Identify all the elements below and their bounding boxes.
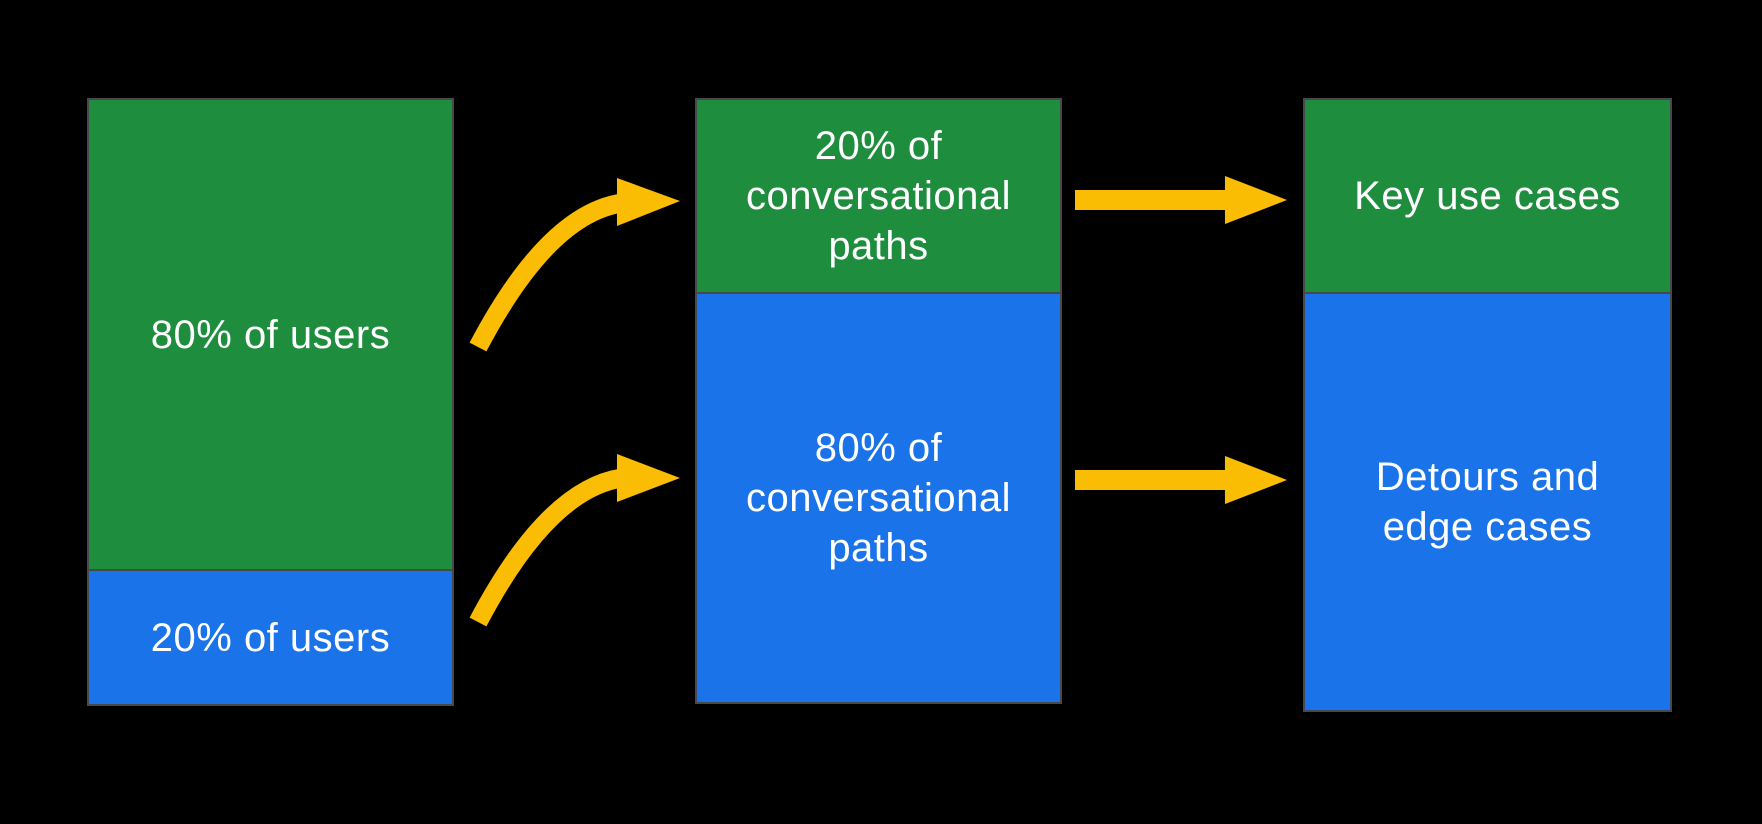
arrow-curve: [469, 468, 624, 627]
arrow-head: [1225, 176, 1287, 224]
segment-label: 20% of users: [150, 615, 391, 660]
curved-arrow-80users-to-20paths: [469, 178, 680, 352]
arrow-head: [617, 454, 680, 502]
segment-80-percent-paths: 80% of conversational paths: [697, 292, 1060, 702]
bar-conversational-paths: 20% of conversational paths 80% of conve…: [695, 98, 1062, 704]
segment-80-percent-users: 80% of users: [89, 100, 452, 569]
arrow-head: [617, 178, 680, 226]
segment-20-percent-paths: 20% of conversational paths: [697, 100, 1060, 292]
bar-users: 80% of users 20% of users: [87, 98, 454, 706]
segment-key-use-cases: Key use cases: [1305, 100, 1670, 292]
straight-arrow-20paths-to-key-use-cases: [1075, 176, 1287, 224]
segment-detours-edge-cases: Detours and edge cases: [1305, 292, 1670, 710]
arrow-shaft: [1075, 470, 1226, 490]
segment-label: Key use cases: [1354, 174, 1621, 218]
segment-label: 80% of conversational paths: [746, 426, 1011, 570]
arrow-curve: [469, 193, 624, 352]
segment-20-percent-users: 20% of users: [89, 569, 452, 704]
straight-arrow-80paths-to-detours: [1075, 456, 1287, 504]
arrow-shaft: [1075, 190, 1226, 210]
arrow-head: [1225, 456, 1287, 504]
segment-label: 80% of users: [150, 312, 391, 357]
segment-label: 20% of conversational paths: [746, 124, 1011, 268]
curved-arrow-20users-to-80paths: [469, 454, 680, 627]
bar-outcomes: Key use cases Detours and edge cases: [1303, 98, 1672, 712]
segment-label: Detours and edge cases: [1375, 455, 1600, 549]
